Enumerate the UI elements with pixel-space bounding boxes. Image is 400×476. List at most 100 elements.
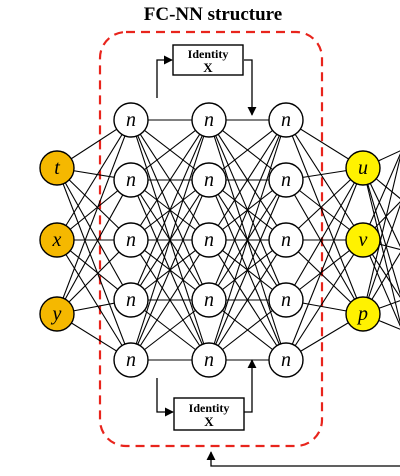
input-node-t-circle xyxy=(39,150,75,186)
hidden-node-l2-4-circle xyxy=(191,282,227,318)
edge-output-0-next-4 xyxy=(362,167,400,325)
skip-connection-bottom: Identity X xyxy=(156,359,257,431)
edge-h2-4-h3-2 xyxy=(208,239,287,361)
hidden-node-l2-3-circle xyxy=(191,222,227,258)
hidden-node-l2-4-label: n xyxy=(204,289,214,311)
hidden-node-l3-1-label: n xyxy=(281,109,291,131)
edge-h1-2-h2-0 xyxy=(130,119,210,241)
hidden-node-l1-3-label: n xyxy=(126,229,136,251)
input-node-x: x xyxy=(39,222,75,258)
feedback-line xyxy=(206,451,400,467)
input-node-y-label: y xyxy=(51,303,62,325)
hidden-node-l2-3-label: n xyxy=(204,229,214,251)
hidden-node-l1-5-circle xyxy=(113,342,149,378)
identity-box-bottom-sub: X xyxy=(204,414,214,429)
hidden-node-l2-5-circle xyxy=(191,342,227,378)
hidden-node-l1-2-circle xyxy=(113,162,149,198)
hidden-node-l1-1: n xyxy=(113,102,149,138)
input-node-t-label: t xyxy=(54,157,60,179)
hidden-node-l1-3-circle xyxy=(113,222,149,258)
identity-box-top-label: Identity xyxy=(188,47,229,61)
output-node-v: v xyxy=(345,222,381,258)
input-node-y-circle xyxy=(39,296,75,332)
edge-output-2-next-1 xyxy=(362,204,400,315)
hidden-node-l2-1-label: n xyxy=(204,109,214,131)
edge-h1-3-h2-0 xyxy=(130,119,210,301)
edge-h3-0-output-1 xyxy=(285,119,364,241)
hidden-node-l3-3-label: n xyxy=(281,229,291,251)
hidden-node-l2-1: n xyxy=(191,102,227,138)
edge-h3-2-output-2 xyxy=(285,239,364,315)
identity-box-bottom-label: Identity xyxy=(189,401,230,415)
hidden-node-l3-4-circle xyxy=(268,282,304,318)
edge-h3-0-output-2 xyxy=(285,119,364,315)
edge-h1-4-h2-2 xyxy=(130,239,210,361)
hidden-node-l3-5: n xyxy=(268,342,304,378)
edge-input-1-h1-0 xyxy=(56,119,132,241)
hidden-node-l2-1-circle xyxy=(191,102,227,138)
hidden-node-l3-4: n xyxy=(268,282,304,318)
nodes: t x y n n n n n n n n n n n n n n n u v p xyxy=(39,102,381,378)
edge-input-0-h1-3 xyxy=(56,167,132,301)
hidden-node-l1-4: n xyxy=(113,282,149,318)
hidden-node-l2-4: n xyxy=(191,282,227,318)
hidden-node-l1-5: n xyxy=(113,342,149,378)
hidden-node-l1-2: n xyxy=(113,162,149,198)
edge-h2-4-h3-0 xyxy=(208,119,287,361)
edge-output-2-next-0 xyxy=(362,156,400,315)
diagram-title: FC-NN structure xyxy=(144,4,282,25)
hidden-node-l2-5: n xyxy=(191,342,227,378)
hidden-node-l3-1-circle xyxy=(268,102,304,138)
edge-h3-1-output-2 xyxy=(285,179,364,315)
skip-top-out-line xyxy=(244,59,257,116)
output-node-p: p xyxy=(345,296,381,332)
hidden-node-l1-2-label: n xyxy=(126,169,136,191)
edge-input-0-h1-4 xyxy=(56,167,132,361)
hidden-node-l2-2-label: n xyxy=(204,169,214,191)
edge-h1-4-h2-1 xyxy=(130,179,210,361)
input-node-x-label: x xyxy=(52,229,62,251)
hidden-node-l2-2-circle xyxy=(191,162,227,198)
output-node-u-label: u xyxy=(358,157,368,179)
identity-box-top-sub: X xyxy=(203,60,213,75)
edge-input-1-h1-4 xyxy=(56,239,132,361)
edge-h3-3-output-0 xyxy=(285,167,364,301)
hidden-node-l1-1-circle xyxy=(113,102,149,138)
edge-h2-3-h3-0 xyxy=(208,119,287,301)
skip-connection-top: Identity X xyxy=(156,44,257,116)
hidden-node-l1-4-label: n xyxy=(126,289,136,311)
hidden-node-l3-1: n xyxy=(268,102,304,138)
edge-h3-4-output-1 xyxy=(285,239,364,361)
output-node-p-circle xyxy=(345,296,381,332)
hidden-node-l2-3: n xyxy=(191,222,227,258)
input-node-t: t xyxy=(39,150,75,186)
edge-input-2-h1-0 xyxy=(56,119,132,315)
input-node-x-circle xyxy=(39,222,75,258)
hidden-node-l3-2-circle xyxy=(268,162,304,198)
skip-bottom-in-line xyxy=(156,378,174,417)
skip-bottom-out-line xyxy=(244,359,257,413)
output-node-v-label: v xyxy=(359,229,368,251)
edge-h2-2-h3-0 xyxy=(208,119,287,241)
hidden-node-l1-4-circle xyxy=(113,282,149,318)
output-node-u-circle xyxy=(345,150,381,186)
hidden-node-l1-3: n xyxy=(113,222,149,258)
output-node-p-label: p xyxy=(356,303,368,325)
skip-top-in-line xyxy=(156,55,173,98)
identity-box-bottom xyxy=(173,397,245,431)
hidden-node-l3-4-label: n xyxy=(281,289,291,311)
edge-input-2-h1-1 xyxy=(56,179,132,315)
hidden-node-l3-3: n xyxy=(268,222,304,258)
hidden-node-l3-5-label: n xyxy=(281,349,291,371)
hidden-node-l3-3-circle xyxy=(268,222,304,258)
edge-h3-4-output-0 xyxy=(285,167,364,361)
input-node-y: y xyxy=(39,296,75,332)
hidden-node-l3-5-circle xyxy=(268,342,304,378)
hidden-node-l1-5-label: n xyxy=(126,349,136,371)
output-node-u: u xyxy=(345,150,381,186)
hidden-node-l2-2: n xyxy=(191,162,227,198)
hidden-node-l2-5-label: n xyxy=(204,349,214,371)
hidden-node-l3-2-label: n xyxy=(281,169,291,191)
output-node-v-circle xyxy=(345,222,381,258)
